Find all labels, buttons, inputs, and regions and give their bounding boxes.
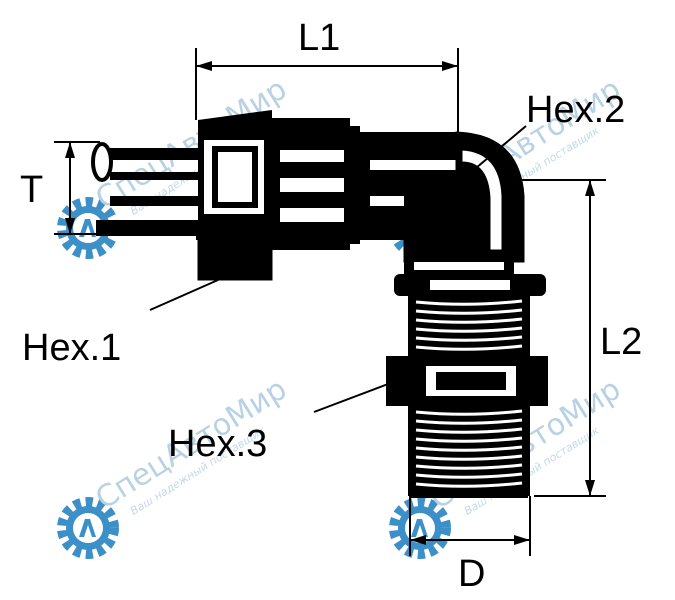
thread-ridge: [415, 308, 523, 315]
thread-ridge: [415, 326, 523, 333]
thread-ridge: [415, 436, 523, 443]
gear-logo-icon: [57, 197, 119, 259]
label-hex-3: Hex.3: [168, 423, 267, 465]
hex-3-nut: [386, 356, 548, 406]
elbow: [403, 131, 525, 263]
fitting-body: [91, 110, 548, 498]
label-l1: L1: [298, 17, 340, 59]
labels: L1 L2 T D Hex.1 Hex.2 Hex.3: [20, 17, 642, 595]
gear-logo-icon: [57, 497, 119, 559]
thread-ridge: [415, 317, 523, 324]
thread-ridge: [415, 454, 523, 461]
hex-2-body: [272, 118, 460, 250]
label-d: D: [458, 553, 485, 595]
tube: [91, 142, 198, 236]
thread-ridge: [415, 481, 523, 488]
thread-ridge: [415, 445, 523, 452]
thread-ridge: [415, 409, 523, 416]
label-hex-1: Hex.1: [22, 327, 121, 369]
thread-ridge: [415, 463, 523, 470]
thread-ridge: [415, 472, 523, 479]
label-l2: L2: [600, 321, 642, 363]
thread-ridge: [415, 344, 523, 351]
collar: [394, 258, 546, 296]
label-t: T: [20, 169, 43, 211]
thread-ridge: [415, 299, 523, 306]
dimension-lines: [54, 48, 606, 556]
thread-ridge: [415, 335, 523, 342]
thread-ridge: [415, 418, 523, 425]
label-hex-2: Hex.2: [526, 89, 625, 131]
thread-ridges: [415, 299, 523, 488]
hex-1-nut: [196, 110, 274, 281]
thread-ridge: [415, 427, 523, 434]
